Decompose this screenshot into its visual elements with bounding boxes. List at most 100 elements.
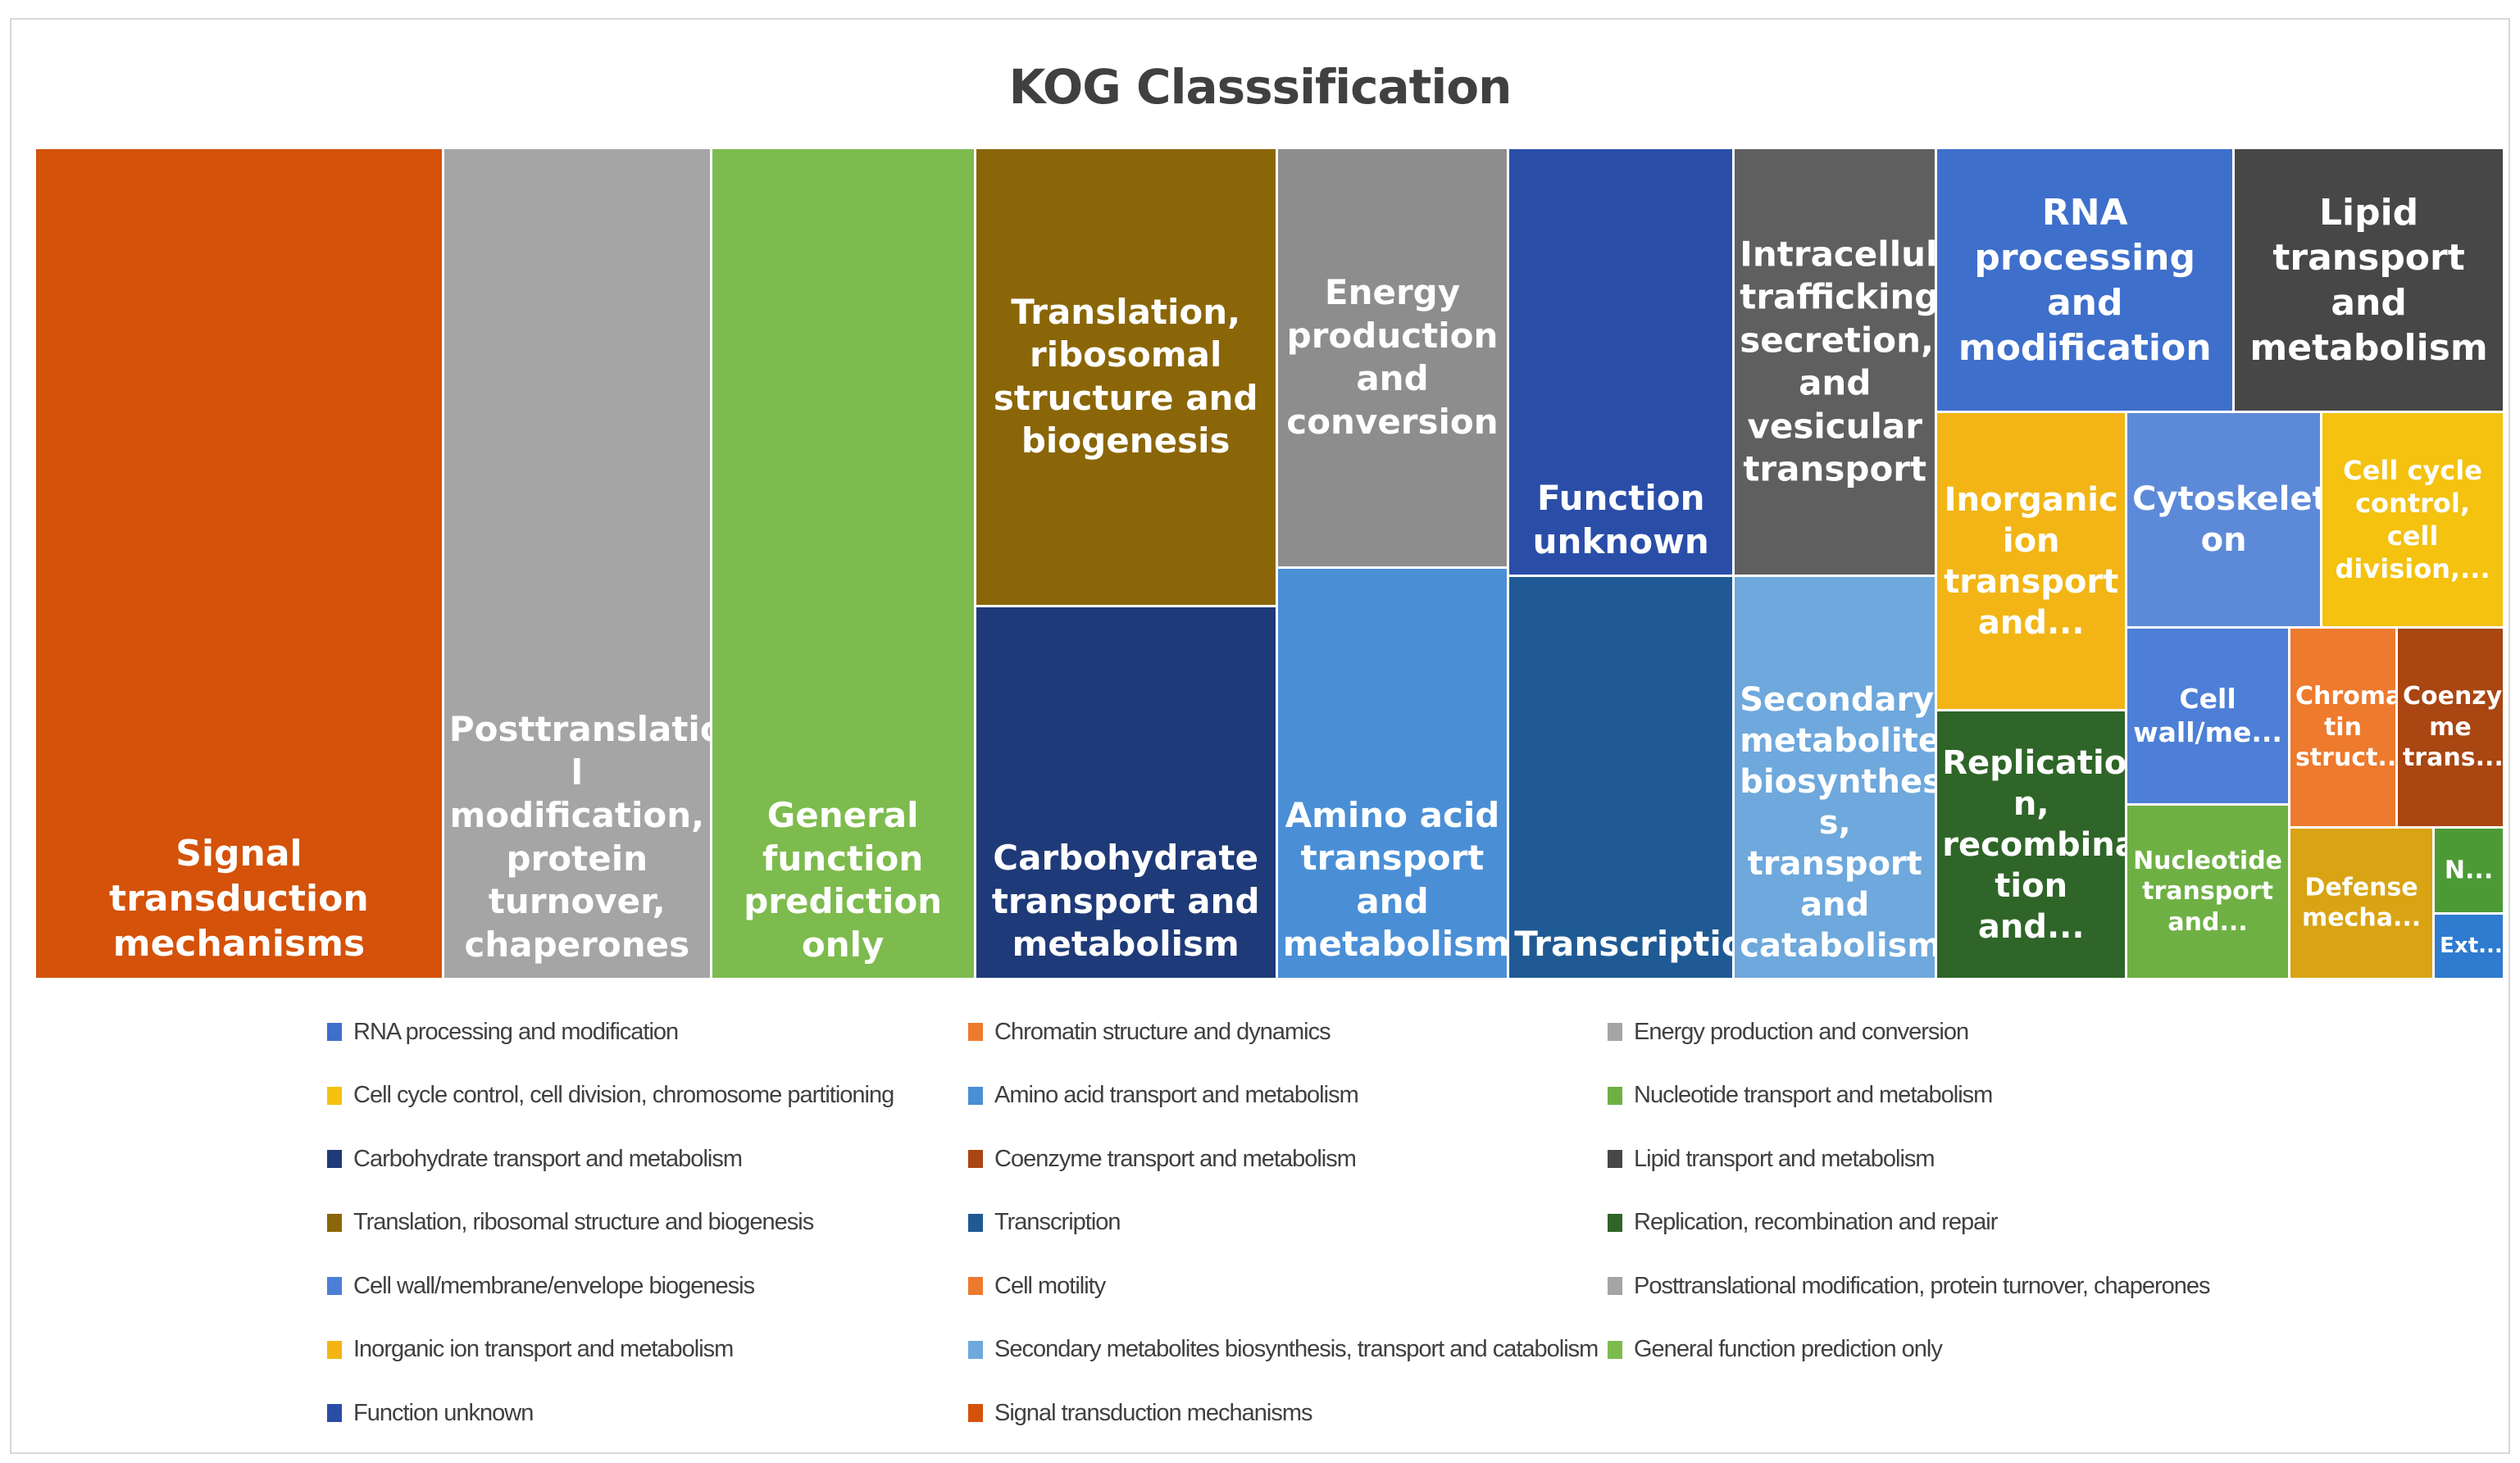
legend-swatch [1608,1340,1622,1359]
legend-item: Replication, recombination and repair [1608,1206,1998,1239]
legend-item: Posttranslational modification, protein … [1608,1270,2210,1302]
legend-label: RNA processing and modification [353,1018,679,1045]
treemap-tile-label: N... [2444,855,2494,884]
legend-label: Coenzyme transport and metabolism [994,1145,1357,1172]
legend-item: Inorganic ion transport and metabolism [327,1334,734,1366]
treemap-tile: Secondary metabolites biosynthesi s, tra… [1735,577,1938,980]
legend-item: Energy production and conversion [1608,1015,1969,1048]
legend-swatch [968,1023,983,1041]
treemap-tile: Lipid transport and metabolism [2235,149,2505,414]
treemap-tile: Inorganic ion transport and... [1937,413,2128,712]
treemap-tile: Transcription [1509,577,1735,980]
treemap-tile-label: Cytoskelet on [2132,479,2323,559]
treemap-tile-label: Translation, ribosomal structure and bio… [993,291,1258,461]
legend-swatch [968,1150,983,1168]
legend: RNA processing and modification Chromatin… [327,1015,2295,1442]
treemap-tile: N... [2435,828,2505,915]
treemap-tile: Chroma tin struct... [2290,628,2398,829]
legend-item: Nucleotide transport and metabolism [1608,1079,1993,1112]
legend-swatch [1608,1023,1622,1041]
treemap-tile-label: Replicatio n, recombina tion and... [1942,743,2128,946]
treemap-tile-label: Posttranslationa l modification, protein… [448,709,710,965]
legend-swatch [327,1404,342,1422]
treemap-tile-label: Cell cycle control, cell division,... [2335,454,2490,584]
legend-label: Cell motility [994,1272,1106,1299]
legend-item: Function unknown [327,1397,534,1429]
legend-swatch [1608,1277,1622,1295]
legend-swatch [968,1086,983,1105]
legend-item: Transcription [968,1206,1121,1239]
treemap-tile-label: Nucleotide transport and... [2133,846,2283,937]
legend-label: Inorganic ion transport and metabolism [353,1336,734,1362]
treemap-tile: Translation, ribosomal structure and bio… [976,149,1278,607]
legend-swatch [1608,1150,1622,1168]
legend-item: Signal transduction mechanisms [968,1397,1312,1429]
legend-item: Carbohydrate transport and metabolism [327,1143,743,1175]
chart-frame: KOG Classsification Signal transduction … [10,18,2510,1454]
treemap-tile-label: Signal transduction mechanisms [109,833,369,965]
legend-label: Lipid transport and metabolism [1634,1145,1935,1172]
legend-label: Function unknown [353,1399,534,1426]
treemap-tile: Coenzy me trans... [2397,628,2505,829]
treemap-tile: Signal transduction mechanisms [36,149,444,980]
treemap-tile-label: General function prediction only [744,795,943,965]
legend-swatch [1608,1213,1622,1232]
treemap-tile-label: Energy production and conversion [1286,272,1499,442]
treemap-tile: General function prediction only [712,149,976,980]
treemap-tile: Ext... [2435,914,2505,980]
legend-swatch [968,1404,983,1422]
legend-label: Carbohydrate transport and metabolism [353,1145,743,1172]
treemap-tile: Cell wall/me... [2127,628,2290,806]
treemap-tile-label: Ext... [2440,934,2503,959]
treemap-tile: Defense mecha... [2290,828,2436,980]
legend-item: Cell cycle control, cell division, chrom… [327,1079,894,1112]
treemap-tile-label: Defense mecha... [2301,873,2422,933]
legend-swatch [327,1086,342,1105]
legend-label: Replication, recombination and repair [1634,1209,1998,1235]
legend-swatch [327,1150,342,1168]
legend-item: Cell wall/membrane/envelope biogenesis [327,1270,755,1302]
treemap-tile-label: Cell wall/me... [2133,682,2282,749]
legend-item: Amino acid transport and metabolism [968,1079,1359,1112]
legend-label: Cell wall/membrane/envelope biogenesis [353,1272,755,1299]
treemap-tile-label: RNA processing and modification [1958,191,2212,369]
treemap: Signal transduction mechanisms Posttransl… [36,149,2505,980]
legend-item: RNA processing and modification [327,1015,679,1048]
legend-label: Chromatin structure and dynamics [994,1018,1331,1045]
treemap-tile-label: Chroma tin struct... [2295,681,2398,772]
treemap-tile: Replicatio n, recombina tion and... [1937,711,2128,980]
treemap-tile-label: Inorganic ion transport and... [1944,480,2119,642]
treemap-tile-label: Secondary metabolites biosynthesi s, tra… [1740,680,1938,965]
legend-swatch [327,1340,342,1359]
treemap-tile: Cell cycle control, cell division,... [2322,413,2505,629]
legend-label: Secondary metabolites biosynthesis, tran… [994,1336,1599,1362]
treemap-tile-label: Carbohydrate transport and metabolism [991,838,1260,965]
treemap-tile-label: Intracellular trafficking, secretion, an… [1740,234,1938,489]
legend-item: Lipid transport and metabolism [1608,1143,1935,1175]
legend-item: Translation, ribosomal structure and bio… [327,1206,814,1239]
treemap-tile: Cytoskelet on [2127,413,2323,629]
legend-label: Amino acid transport and metabolism [994,1082,1359,1108]
treemap-tile-label: Lipid transport and metabolism [2249,191,2488,369]
legend-label: Nucleotide transport and metabolism [1634,1082,1993,1108]
legend-label: Posttranslational modification, protein … [1634,1272,2210,1299]
treemap-tile-label: Amino acid transport and metabolism [1282,794,1510,965]
treemap-tile: Nucleotide transport and... [2127,805,2290,980]
legend-item: Coenzyme transport and metabolism [968,1143,1357,1175]
legend-label: Cell cycle control, cell division, chrom… [353,1082,894,1108]
treemap-tile: Intracellular trafficking, secretion, an… [1735,149,1938,577]
treemap-tile: Function unknown [1509,149,1735,577]
treemap-tile: Amino acid transport and metabolism [1277,568,1510,980]
treemap-tile: Posttranslationa l modification, protein… [444,149,712,980]
treemap-tile: Carbohydrate transport and metabolism [976,607,1278,980]
legend-label: General function prediction only [1634,1336,1943,1362]
legend-item: General function prediction only [1608,1334,1943,1366]
legend-swatch [327,1023,342,1041]
legend-swatch [968,1213,983,1232]
legend-swatch [327,1277,342,1295]
treemap-tile-label: Coenzy me trans... [2402,681,2504,772]
legend-label: Translation, ribosomal structure and bio… [353,1209,814,1235]
treemap-tile: Energy production and conversion [1277,149,1510,569]
legend-swatch [968,1277,983,1295]
legend-item: Chromatin structure and dynamics [968,1015,1331,1048]
